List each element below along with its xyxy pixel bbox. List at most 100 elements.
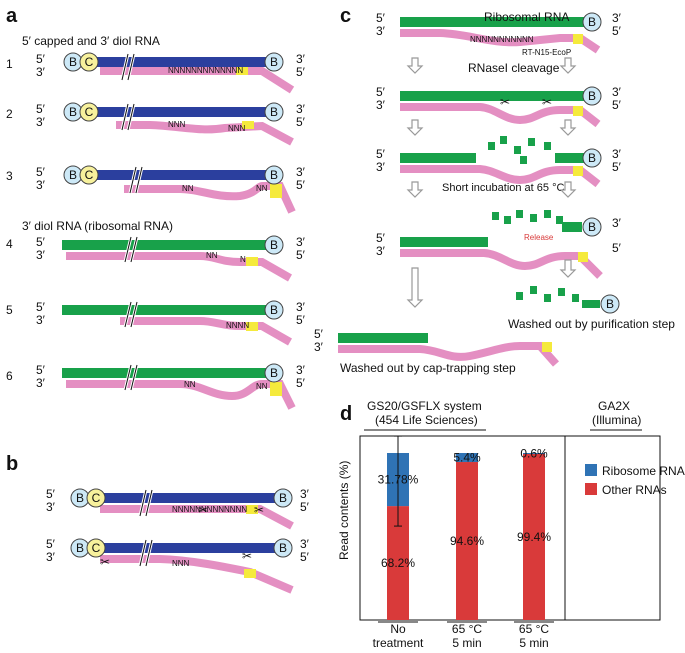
label-5prime-right: 5′ <box>300 550 310 564</box>
bar-value-label: 5.4% <box>453 451 481 465</box>
rrna-fragments <box>492 210 563 224</box>
label-5prime: 5′ <box>36 235 46 249</box>
biotin-label: B <box>606 297 614 311</box>
cdna-strand-pink <box>116 121 294 146</box>
nn-sequence: NNNNNNNNNNN <box>470 35 534 44</box>
label-5prime: 5′ <box>46 487 56 501</box>
rrna-strand-green <box>400 237 488 247</box>
system2-sub-label: (Illumina) <box>592 413 641 427</box>
row-4: 4 5′ 3′ B NN N 3′ 5′ <box>6 235 306 282</box>
capped-rna-title: 5′ capped and 3′ diol RNA <box>22 34 160 48</box>
washed-out-cap-label: Washed out by cap-trapping step <box>340 361 516 375</box>
label-5prime: 5′ <box>36 363 46 377</box>
nn-sequence: NNN <box>172 559 190 568</box>
panel-b-row-2: 5′ 3′ B C B NNN 3′ 5′ ✂ ✂ <box>46 537 310 594</box>
biotin-circle <box>264 165 284 185</box>
label-3prime-right: 3′ <box>296 165 306 179</box>
cap-circle <box>79 165 99 185</box>
rnase-cleavage-label: RNaseI cleavage <box>468 61 560 75</box>
row-number: 6 <box>6 369 13 383</box>
panel-label-b: b <box>6 453 18 475</box>
x-label-line1: No <box>390 622 406 636</box>
label-5prime: 5′ <box>36 102 46 116</box>
biotin-circle <box>264 52 284 72</box>
rrna-strand-green <box>562 222 582 232</box>
legend-label-ribosome: Ribosome RNA <box>602 464 685 478</box>
rrna-strand-green <box>555 153 585 163</box>
washed-out-purification-label: Washed out by purification step <box>508 317 675 331</box>
biotin-label: B <box>588 89 596 103</box>
biotin-label: B <box>69 168 77 182</box>
biotin-label: B <box>588 15 596 29</box>
linker-yellow <box>573 34 583 44</box>
scissors-icon: ✂ <box>198 503 208 517</box>
system1-label: GS20/GSFLX system <box>367 399 482 413</box>
label-5prime: 5′ <box>36 165 46 179</box>
rrna-strand-green <box>400 153 476 163</box>
label-5prime: 5′ <box>376 231 386 245</box>
biotin-label: B <box>69 55 77 69</box>
label-3prime: 3′ <box>36 115 46 129</box>
biotin-label: B <box>588 151 596 165</box>
linker-yellow <box>578 252 588 262</box>
nn-sequence: NNNNNNNNNNNNN <box>172 505 247 514</box>
y-axis-label: Read contents (%) <box>337 461 351 560</box>
label-3prime: 3′ <box>36 313 46 327</box>
scissors-icon: ✂ <box>100 555 110 569</box>
bar-other-rnas <box>523 454 545 620</box>
legend-swatch-other <box>585 483 597 495</box>
label-5prime-right: 5′ <box>296 178 306 192</box>
panel-c-step-5: 5′ 3′ Washed out by cap-trapping step <box>314 327 559 375</box>
cdna-strand-pink <box>100 505 294 530</box>
nn-sequence: NN <box>206 251 218 260</box>
cap-label: C <box>92 491 101 505</box>
label-3prime: 3′ <box>46 550 56 564</box>
cdna-strand-pink <box>400 103 601 128</box>
bar-value-label: 94.6% <box>450 534 484 548</box>
label-3prime-right: 3′ <box>296 52 306 66</box>
label-5prime-right: 5′ <box>612 160 622 174</box>
biotin-circle <box>582 86 602 106</box>
primer-label: RT-N15-EcoP <box>522 48 571 57</box>
label-5prime: 5′ <box>314 327 324 341</box>
row-number: 1 <box>6 57 13 71</box>
cdna-strand-pink <box>100 67 295 94</box>
cdna-strand-pink <box>400 249 603 279</box>
label-3prime-right: 3′ <box>296 102 306 116</box>
bar-other-rnas <box>387 506 409 620</box>
chart-frame <box>359 435 661 621</box>
label-3prime-right: 3′ <box>612 85 622 99</box>
panel-c-step-1: 5′ 3′ B Ribosomal RNA NNNNNNNNNNN RT-N15… <box>376 10 622 57</box>
rrna-strand-green <box>62 368 267 378</box>
nn-sequence: NNN <box>168 120 186 129</box>
label-3prime-right: 3′ <box>296 363 306 377</box>
panel-c-step-3: 5′ 3′ B 3′ 5′ <box>376 147 622 188</box>
bar-ribosome-rna <box>523 453 545 455</box>
row-number: 4 <box>6 237 13 251</box>
biotin-label: B <box>270 55 278 69</box>
system2-label: GA2X <box>598 399 630 413</box>
biotin-circle <box>264 300 284 320</box>
label-3prime-right: 3′ <box>612 216 622 230</box>
biotin-circle <box>264 363 284 383</box>
linker-yellow <box>246 257 258 266</box>
label-5prime: 5′ <box>36 52 46 66</box>
scissors-icon: ✂ <box>254 503 264 517</box>
nn-sequence: NNNNNNNNNNNNN <box>168 66 243 75</box>
label-5prime-right: 5′ <box>612 241 622 255</box>
biotin-label: B <box>588 220 596 234</box>
bar-ribosome-rna <box>456 453 478 463</box>
strand-break-lines <box>121 53 143 391</box>
nn-sequence: NN <box>184 380 196 389</box>
label-5prime: 5′ <box>376 147 386 161</box>
label-3prime: 3′ <box>36 376 46 390</box>
diol-rna-title: 3′ diol RNA (ribosomal RNA) <box>22 219 173 233</box>
biotin-label: B <box>76 541 84 555</box>
rrna-strand-green <box>62 240 267 250</box>
biotin-label: B <box>279 541 287 555</box>
linker-yellow <box>270 382 282 396</box>
label-3prime: 3′ <box>314 340 324 354</box>
release-label: Release <box>524 233 554 242</box>
rrna-fragments <box>488 136 551 164</box>
rrna-strand-green <box>400 91 585 101</box>
